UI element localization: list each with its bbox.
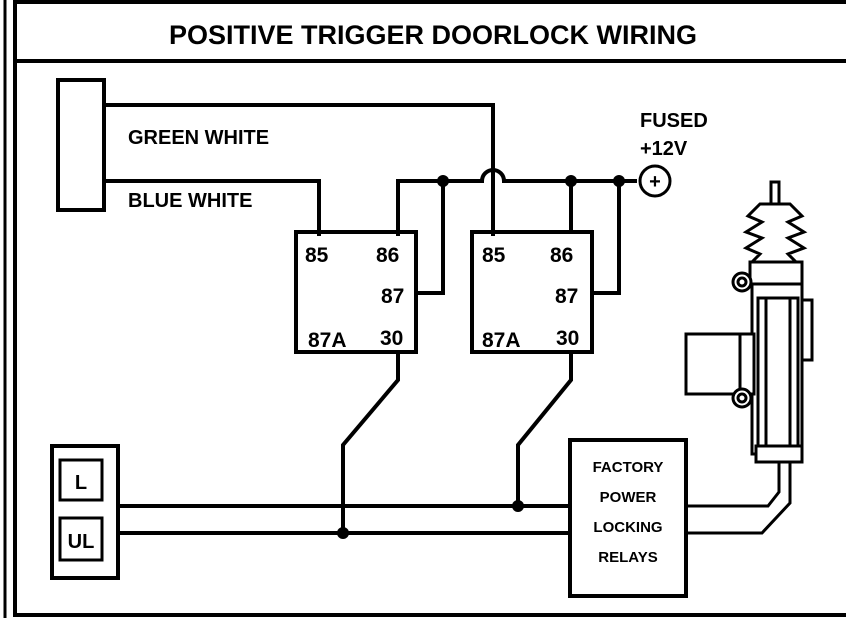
- actuator-wire-b: [686, 462, 792, 535]
- unlock-terminal: [58, 516, 104, 562]
- junction-dot: [512, 500, 524, 512]
- relay-right-87-jumper: [592, 181, 621, 295]
- fused-label: FUSED: [640, 110, 708, 132]
- actuator-wire-a: [686, 462, 781, 508]
- diagram-frame: [13, 0, 846, 617]
- relay-left-pin-87a: 87A: [308, 329, 347, 352]
- unlock-label: UL: [68, 531, 95, 553]
- factory-label-4: RELAYS: [598, 549, 657, 566]
- green-white-wire: [104, 103, 495, 236]
- blue-white-wire: [104, 179, 321, 236]
- lock-terminal: [58, 458, 104, 502]
- junction-dot: [337, 527, 349, 539]
- fused-12v-bus: [396, 168, 637, 236]
- relay-right-pin-85: 85: [482, 244, 506, 267]
- green-white-label: GREEN WHITE: [128, 127, 269, 149]
- relay-right-pin-87: 87: [555, 285, 578, 308]
- factory-relays-box: [568, 438, 688, 598]
- relay-right-30-output: [516, 352, 573, 506]
- factory-label-3: LOCKING: [593, 519, 662, 536]
- relay-left-pin-85: 85: [305, 244, 329, 267]
- relay-right-pin-87a: 87A: [482, 329, 521, 352]
- relay-left-pin-86: 86: [376, 244, 399, 267]
- relay-left-pin-87: 87: [381, 285, 404, 308]
- alarm-module-box: [56, 78, 106, 212]
- relay-right-pin-86: 86: [550, 244, 573, 267]
- relay-left-87-jumper: [416, 181, 445, 295]
- plus-12v-label: +12V: [640, 138, 688, 160]
- relay-left-pin-30: 30: [380, 327, 403, 350]
- factory-label-1: FACTORY: [593, 459, 664, 476]
- blue-white-label: BLUE WHITE: [128, 190, 252, 212]
- relay-left-30-output: [341, 352, 400, 533]
- factory-label-2: POWER: [600, 489, 657, 506]
- svg-text:+: +: [649, 171, 661, 193]
- actuator-icon: [684, 180, 814, 464]
- lock-switch-box: [50, 444, 120, 580]
- fuse-plus-icon: +: [638, 164, 672, 198]
- relay-right-pin-30: 30: [556, 327, 579, 350]
- diagram-title: POSITIVE TRIGGER DOORLOCK WIRING: [169, 20, 697, 50]
- lock-label: L: [75, 472, 87, 494]
